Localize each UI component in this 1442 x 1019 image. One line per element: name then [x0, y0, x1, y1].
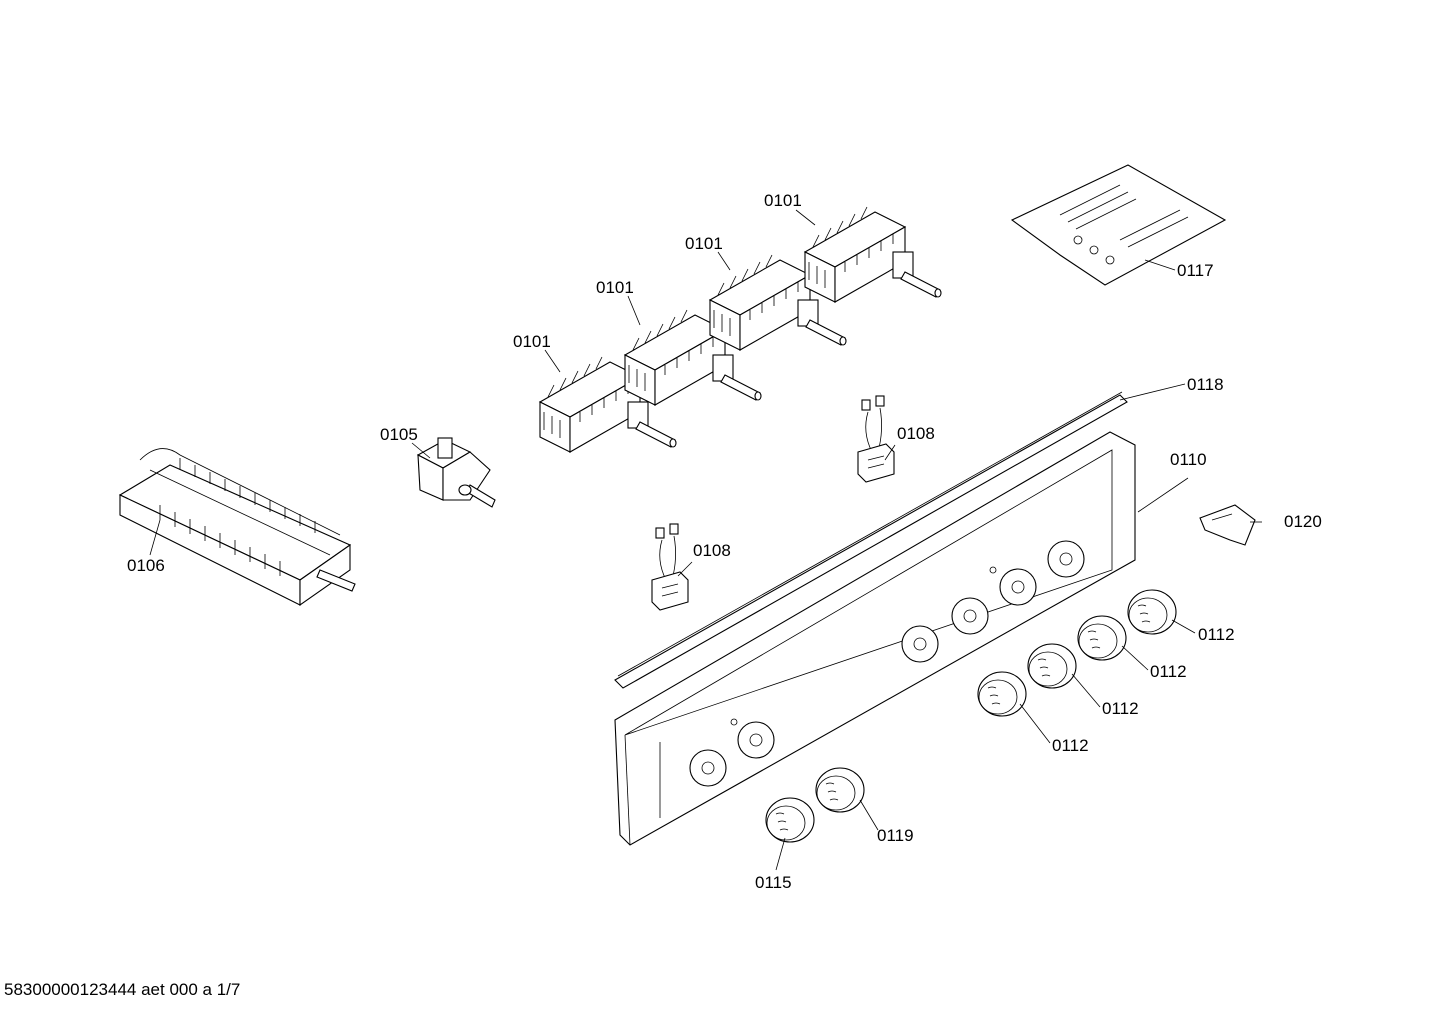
- callout-0112-2: 0112: [1150, 662, 1187, 681]
- part-0101-4: [804, 206, 942, 303]
- knob-0112-4: [977, 671, 1027, 717]
- part-0108-1: [857, 395, 895, 483]
- callout-0101-1: 0101: [513, 332, 551, 351]
- part-0108-2: [651, 523, 689, 611]
- callout-0105: 0105: [380, 425, 418, 444]
- callout-0112-1: 0112: [1198, 625, 1235, 644]
- part-0110: [614, 431, 1136, 846]
- callout-0120: 0120: [1284, 512, 1322, 531]
- knob-0112-3: [1027, 643, 1077, 689]
- callout-0110: 0110: [1170, 450, 1207, 469]
- callout-0119: 0119: [877, 826, 914, 845]
- leader-lines: [149, 209, 1262, 871]
- callout-0112-3: 0112: [1102, 699, 1139, 718]
- part-0105: [416, 437, 496, 508]
- knob-0119: [815, 767, 865, 813]
- part-0120: [1199, 504, 1256, 546]
- callout-0108-2: 0108: [693, 541, 731, 560]
- callout-0115: 0115: [755, 873, 792, 892]
- callout-0101-4: 0101: [764, 191, 802, 210]
- knob-0115: [765, 797, 815, 843]
- callout-0101-2: 0101: [596, 278, 634, 297]
- callout-0106: 0106: [127, 556, 165, 575]
- knob-0112-2: [1077, 615, 1127, 661]
- part-0106: [118, 448, 356, 607]
- callout-0118: 0118: [1187, 375, 1224, 394]
- callout-0112-4: 0112: [1052, 736, 1089, 755]
- part-0118: [614, 391, 1128, 689]
- callout-0117: 0117: [1177, 261, 1214, 280]
- callout-0101-3: 0101: [685, 234, 723, 253]
- document-id-footer: 58300000123444 aet 000 a 1/7: [4, 980, 241, 999]
- callout-0108-1: 0108: [897, 424, 935, 443]
- knob-0112-1: [1127, 589, 1177, 635]
- part-0117: [1010, 164, 1227, 286]
